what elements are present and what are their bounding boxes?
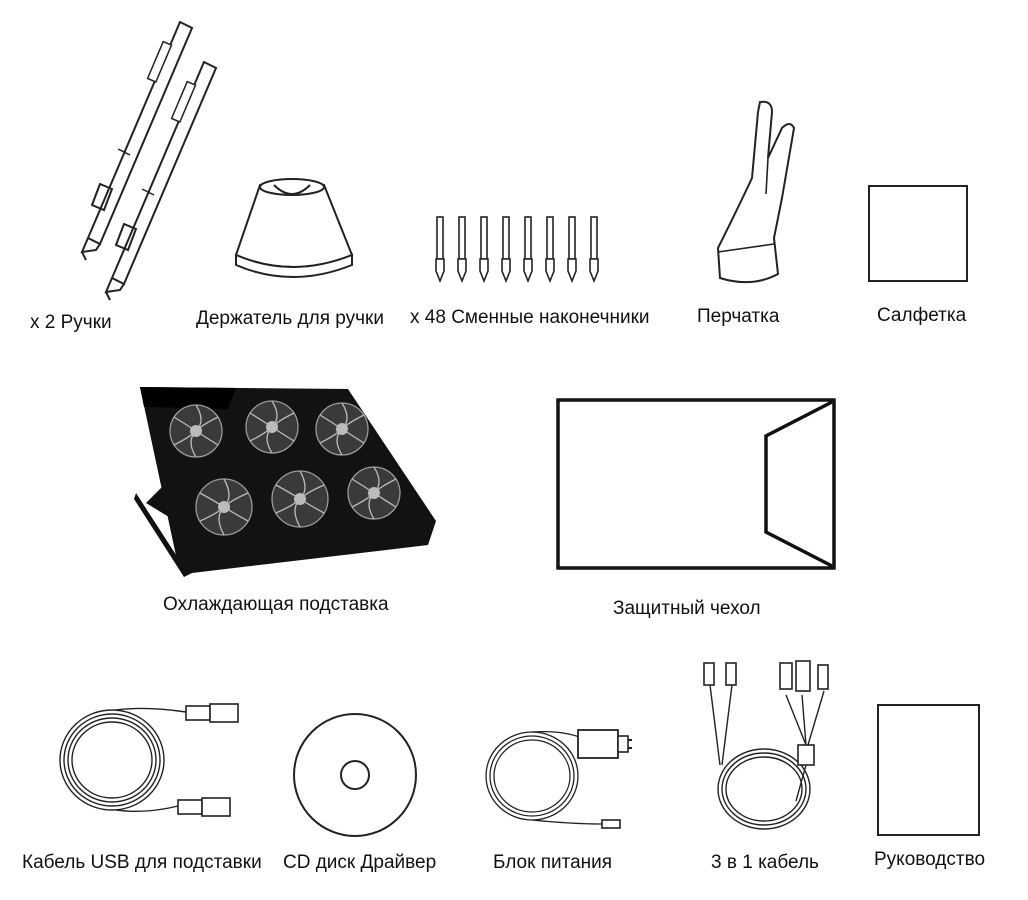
- three-in-one-cable-icon: [703, 660, 829, 830]
- item-label: 3 в 1 кабель: [711, 852, 819, 873]
- item-label: Защитный чехол: [613, 598, 761, 619]
- item-label: x 48 Сменные наконечники: [410, 307, 650, 328]
- protective-case-icon: [556, 398, 836, 570]
- replacement-nibs-icon: [435, 216, 599, 284]
- item-label: Руководство: [874, 849, 986, 870]
- item-label: Кабель USB для подставки: [22, 852, 262, 873]
- item-label: Перчатка: [697, 306, 780, 327]
- power-adapter-icon: [485, 729, 632, 829]
- cooling-stand-icon: [134, 387, 436, 577]
- pen-holder-icon: [234, 178, 354, 278]
- item-label: Охлаждающая подставка: [163, 594, 389, 615]
- manual-icon: [877, 704, 980, 836]
- stylus-pen-icon: [80, 20, 218, 301]
- item-label: CD диск Драйвер: [283, 852, 437, 873]
- usb-cable-icon: [59, 703, 239, 817]
- item-label: Блок питания: [493, 852, 613, 873]
- item-label: Салфетка: [877, 305, 967, 326]
- item-label: Держатель для ручки: [196, 308, 384, 329]
- glove-icon: [716, 100, 796, 284]
- cleaning-cloth-icon: [868, 185, 968, 282]
- cd-disc-icon: [293, 713, 417, 837]
- item-label: x 2 Ручки: [30, 312, 112, 333]
